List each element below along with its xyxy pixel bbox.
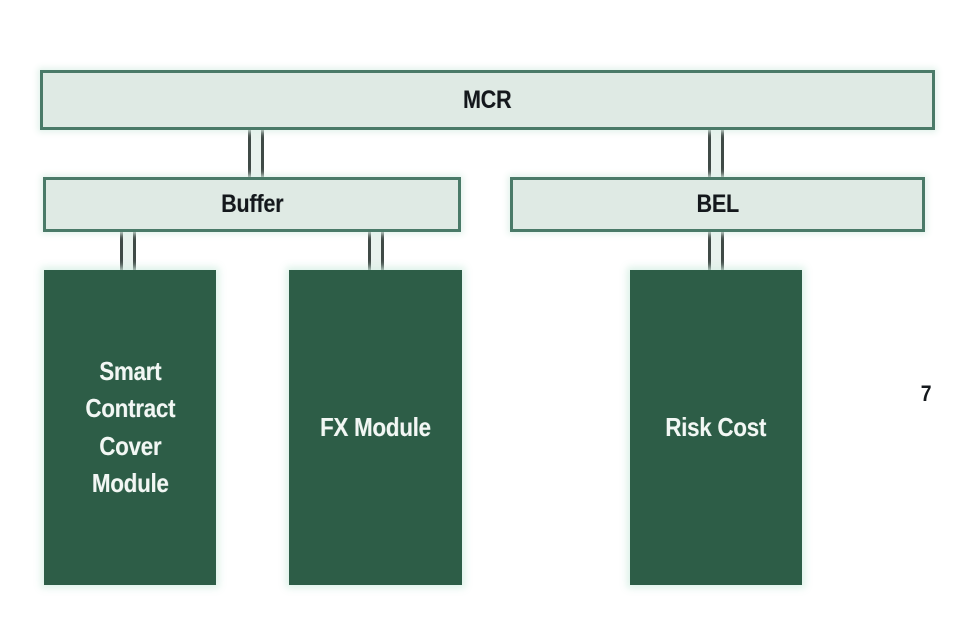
connector-rail-right (261, 128, 264, 180)
label-line: Smart (98, 355, 162, 386)
node-buffer-label: Buffer (220, 190, 284, 218)
node-mcr[interactable]: MCR (40, 70, 935, 130)
node-smart-contract-cover-module[interactable]: Smart Contract Cover Module (44, 270, 216, 585)
label-line: Cover (98, 430, 162, 461)
connector-gap (251, 128, 261, 180)
connector-rail-right (133, 228, 136, 276)
connector-gap (123, 228, 133, 276)
connector-buffer-to-fx-module (368, 228, 384, 276)
connector-rail-left (248, 128, 251, 180)
connector-mcr-to-bel (708, 128, 724, 180)
node-bel-label: BEL (696, 190, 739, 218)
connector-rail-right (721, 128, 724, 180)
connector-rail-left (708, 128, 711, 180)
connector-rail-left (708, 228, 711, 276)
node-fx-module-label: FX Module (320, 411, 431, 442)
connector-bel-to-risk-cost (708, 228, 724, 276)
label-line: Module (91, 467, 169, 498)
connector-gap (371, 228, 381, 276)
node-bel[interactable]: BEL (510, 177, 925, 232)
page-number: 7 (920, 381, 932, 406)
connector-gap (711, 128, 721, 180)
node-risk-cost[interactable]: Risk Cost (630, 270, 802, 585)
label-line: Contract (85, 393, 175, 424)
connector-rail-left (120, 228, 123, 276)
connector-rail-left (368, 228, 371, 276)
connector-rail-right (381, 228, 384, 276)
connector-gap (711, 228, 721, 276)
node-mcr-label: MCR (463, 85, 512, 114)
node-buffer[interactable]: Buffer (43, 177, 461, 232)
connector-mcr-to-buffer (248, 128, 264, 180)
node-fx-module[interactable]: FX Module (289, 270, 462, 585)
node-risk-cost-label: Risk Cost (665, 411, 767, 442)
connector-rail-right (721, 228, 724, 276)
connector-buffer-to-smart-contract-cover-module (120, 228, 136, 276)
node-smart-contract-cover-module-label: Smart Contract Cover Module (85, 353, 175, 503)
